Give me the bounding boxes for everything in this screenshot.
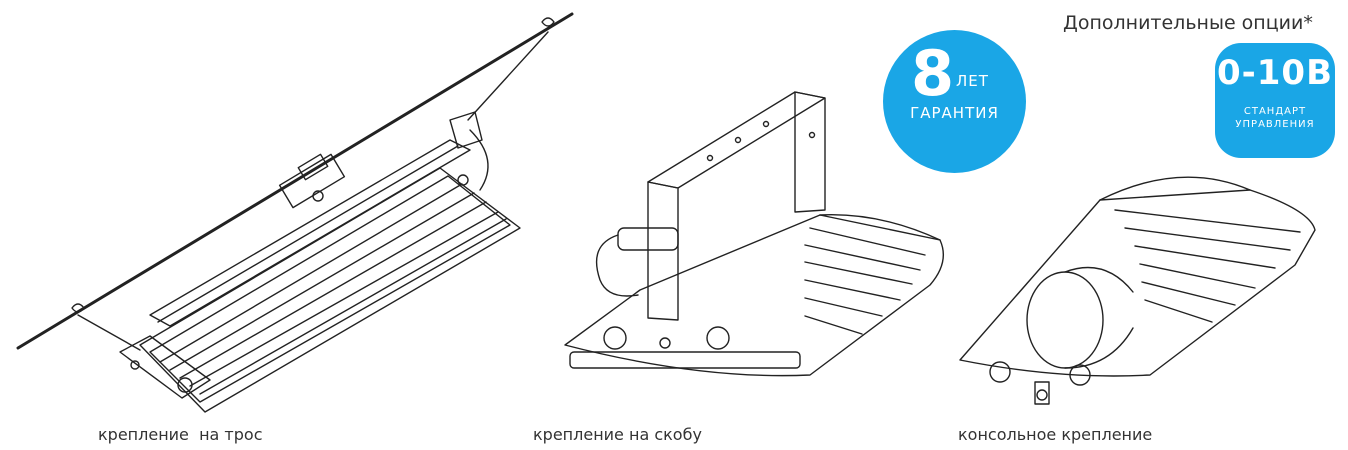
control-label-line1: СТАНДАРТ bbox=[1243, 106, 1307, 117]
bracket-mount-luminaire-icon bbox=[564, 91, 944, 377]
warranty-label: ГАРАНТИЯ bbox=[910, 104, 999, 122]
control-value: 0-10В bbox=[1217, 53, 1333, 93]
options-title: Дополнительные опции* bbox=[1063, 12, 1313, 34]
control-standard-badge: 0-10В СТАНДАРТ УПРАВЛЕНИЯ bbox=[1215, 43, 1335, 158]
warranty-badge: 8 ЛЕТ ГАРАНТИЯ bbox=[883, 30, 1026, 173]
caption-bracket-mount: крепление на скобу bbox=[533, 425, 702, 444]
control-label: СТАНДАРТ УПРАВЛЕНИЯ bbox=[1215, 105, 1335, 131]
caption-cable-mount: крепление на трос bbox=[98, 425, 263, 444]
cable-mount-luminaire-icon bbox=[16, 12, 574, 413]
warranty-number: 8 bbox=[911, 37, 955, 110]
console-mount-luminaire-icon bbox=[959, 176, 1316, 405]
warranty-unit: ЛЕТ bbox=[956, 72, 989, 90]
control-label-line2: УПРАВЛЕНИЯ bbox=[1235, 119, 1315, 130]
caption-console-mount: консольное крепление bbox=[958, 425, 1153, 444]
